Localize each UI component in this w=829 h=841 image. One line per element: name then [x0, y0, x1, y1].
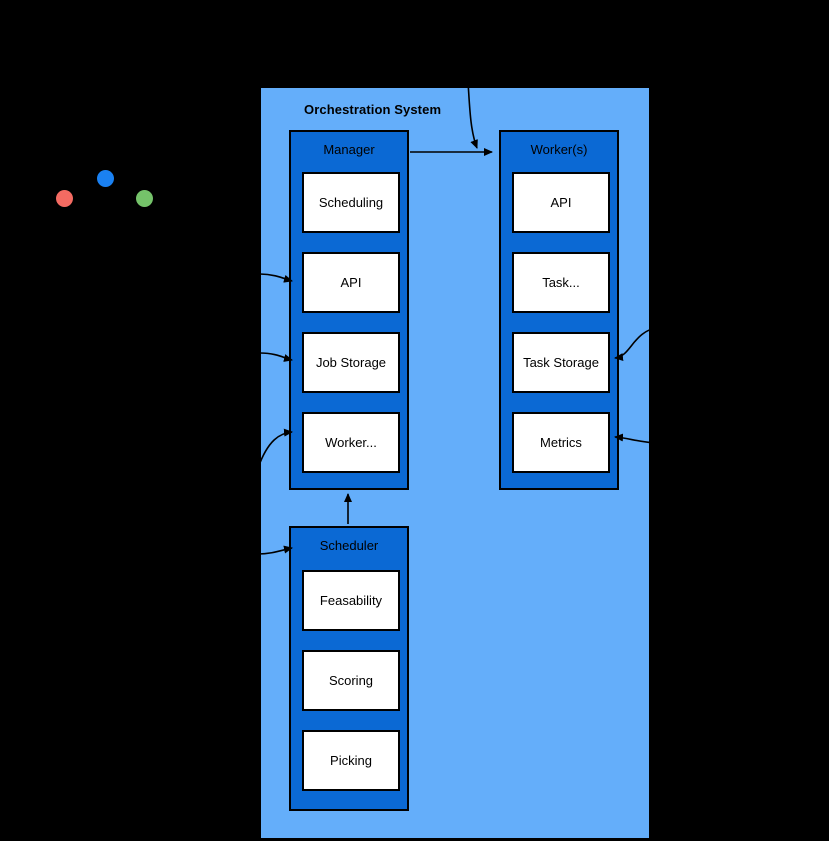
cell-label: Scoring	[328, 673, 374, 688]
cell-workers-task-storage[interactable]: Task Storage	[512, 332, 610, 393]
cell-manager-scheduling[interactable]: Scheduling	[302, 172, 400, 233]
cell-manager-job-storage[interactable]: Job Storage	[302, 332, 400, 393]
cell-scheduler-picking[interactable]: Picking	[302, 730, 400, 791]
cell-scheduler-scoring[interactable]: Scoring	[302, 650, 400, 711]
cell-label: Picking	[330, 753, 372, 768]
cell-manager-api[interactable]: API	[302, 252, 400, 313]
cell-label: Worker...	[325, 435, 377, 450]
cell-workers-metrics[interactable]: Metrics	[512, 412, 610, 473]
cell-workers-task[interactable]: Task...	[512, 252, 610, 313]
page-title: Orchestration System	[304, 102, 442, 117]
cell-label: API	[340, 275, 362, 290]
cell-workers-api[interactable]: API	[512, 172, 610, 233]
cell-scheduler-feasability[interactable]: Feasability	[302, 570, 400, 631]
cell-label: Feasability	[319, 593, 383, 608]
column-workers[interactable]: Worker(s) API Task... Task Storage Metri…	[499, 130, 619, 490]
close-dot[interactable]	[56, 190, 73, 207]
column-manager[interactable]: Manager Scheduling API Job Storage Worke…	[289, 130, 409, 490]
cell-label: API	[550, 195, 572, 210]
column-title-manager: Manager	[323, 142, 375, 157]
cell-manager-worker[interactable]: Worker...	[302, 412, 400, 473]
cell-label: Job Storage	[315, 355, 387, 370]
cell-label: Scheduling	[318, 195, 384, 210]
column-title-workers: Worker(s)	[530, 142, 588, 157]
minimize-dot[interactable]	[136, 190, 153, 207]
cell-label: Metrics	[540, 435, 582, 450]
cell-label: Task Storage	[523, 355, 599, 370]
cell-label: Task...	[542, 275, 580, 290]
maximize-dot[interactable]	[97, 170, 114, 187]
column-scheduler[interactable]: Scheduler Feasability Scoring Picking	[289, 526, 409, 811]
column-title-scheduler: Scheduler	[319, 538, 379, 553]
orchestration-system-container: Orchestration System Manager Scheduling …	[261, 88, 649, 838]
